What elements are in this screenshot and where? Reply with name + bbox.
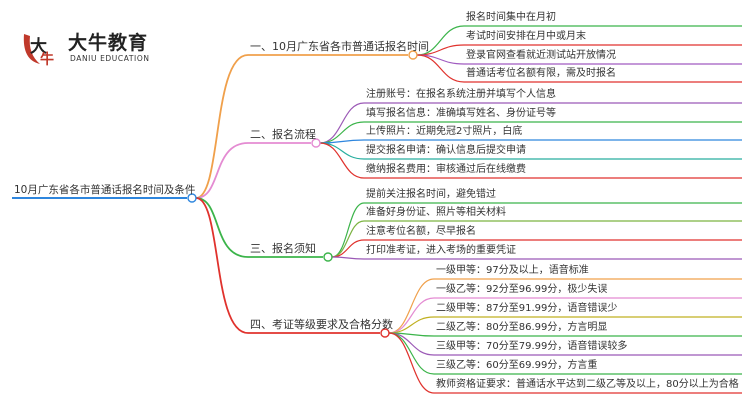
logo-title: 大牛教育 bbox=[68, 32, 149, 54]
leaf-connector-4-2 bbox=[388, 297, 435, 334]
leaf-label-4-4: 二级乙等：80分至86.99分，方言明显 bbox=[436, 322, 608, 333]
branch-node-2 bbox=[311, 138, 321, 148]
leaf-label-1-3: 登录官网查看就近测试站开放情况 bbox=[466, 50, 616, 61]
daniu-logo-mark: 大 牛 bbox=[23, 34, 54, 68]
leaf-label-2-4: 提交报名申请：确认信息后提交申请 bbox=[366, 145, 526, 156]
leaf-connector-4-6 bbox=[388, 332, 435, 375]
leaf-label-4-6: 三级乙等：60分至69.99分，方言重 bbox=[436, 360, 598, 371]
leaf-connector-3-4 bbox=[331, 256, 365, 260]
brand-logo: 大 牛 大牛教育 DANIU EDUCATION bbox=[18, 24, 168, 74]
leaf-label-2-1: 注册账号：在报名系统注册并填写个人信息 bbox=[366, 89, 556, 100]
leaf-connector-4-7 bbox=[388, 332, 435, 394]
branch-label-3: 三、报名须知 bbox=[250, 242, 316, 255]
leaf-label-4-2: 一级乙等：92分至96.99分，极少失误 bbox=[436, 284, 608, 295]
leaf-label-3-2: 准备好身份证、照片等相关材料 bbox=[366, 207, 506, 218]
branch-connector-1 bbox=[195, 54, 249, 199]
branch-label-4: 四、考证等级要求及合格分数 bbox=[250, 318, 393, 331]
logo-mark-char-1: 大 bbox=[30, 36, 47, 57]
branch-label-2: 二、报名流程 bbox=[250, 128, 316, 141]
logo-subtitle: DANIU EDUCATION bbox=[70, 54, 150, 63]
leaf-label-1-1: 报名时间集中在月初 bbox=[466, 12, 556, 23]
branch-label-1: 一、10月广东省各市普通话报名时间 bbox=[250, 40, 429, 53]
leaf-connector-2-5 bbox=[319, 142, 365, 179]
leaf-label-2-3: 上传照片：近期免冠2寸照片，白底 bbox=[366, 126, 523, 137]
leaf-connector-3-2 bbox=[331, 220, 365, 258]
branch-connector-2 bbox=[195, 142, 249, 199]
leaf-label-1-4: 普通话考位名额有限，需及时报名 bbox=[466, 68, 616, 79]
leaf-label-3-4: 打印准考证，进入考场的重要凭证 bbox=[366, 245, 516, 256]
leaf-label-4-3: 二级甲等：87分至91.99分，语音错误少 bbox=[436, 303, 618, 314]
leaf-connector-2-4 bbox=[319, 142, 365, 160]
leaf-label-3-3: 注意考位名额，尽早报名 bbox=[366, 226, 476, 237]
root-label: 10月广东省各市普通话报名时间及条件 bbox=[14, 184, 196, 196]
root-node bbox=[187, 193, 197, 203]
leaf-label-4-7: 教师资格证要求：普通话水平达到二级乙等及以上，80分以上为合格 bbox=[436, 379, 739, 390]
branch-connector-3 bbox=[195, 197, 249, 258]
leaf-label-3-1: 提前关注报名时间，避免错过 bbox=[366, 189, 496, 200]
branch-node-4 bbox=[380, 328, 390, 338]
leaf-connector-1-4 bbox=[416, 54, 465, 83]
leaf-label-2-5: 缴纳报名费用：审核通过后在线缴费 bbox=[366, 164, 526, 175]
leaf-label-4-1: 一级甲等：97分及以上，语音标准 bbox=[436, 265, 589, 276]
leaf-label-4-5: 三级甲等：70分至79.99分，语音错误较多 bbox=[436, 341, 628, 352]
branch-node-1 bbox=[408, 50, 418, 60]
leaf-label-1-2: 考试时间安排在月中或月末 bbox=[466, 31, 586, 42]
leaf-label-2-2: 填写报名信息：准确填写姓名、身份证号等 bbox=[366, 108, 556, 119]
logo-mark-char-2: 牛 bbox=[40, 51, 54, 68]
branch-node-3 bbox=[323, 252, 333, 262]
branch-connector-4 bbox=[195, 197, 249, 334]
